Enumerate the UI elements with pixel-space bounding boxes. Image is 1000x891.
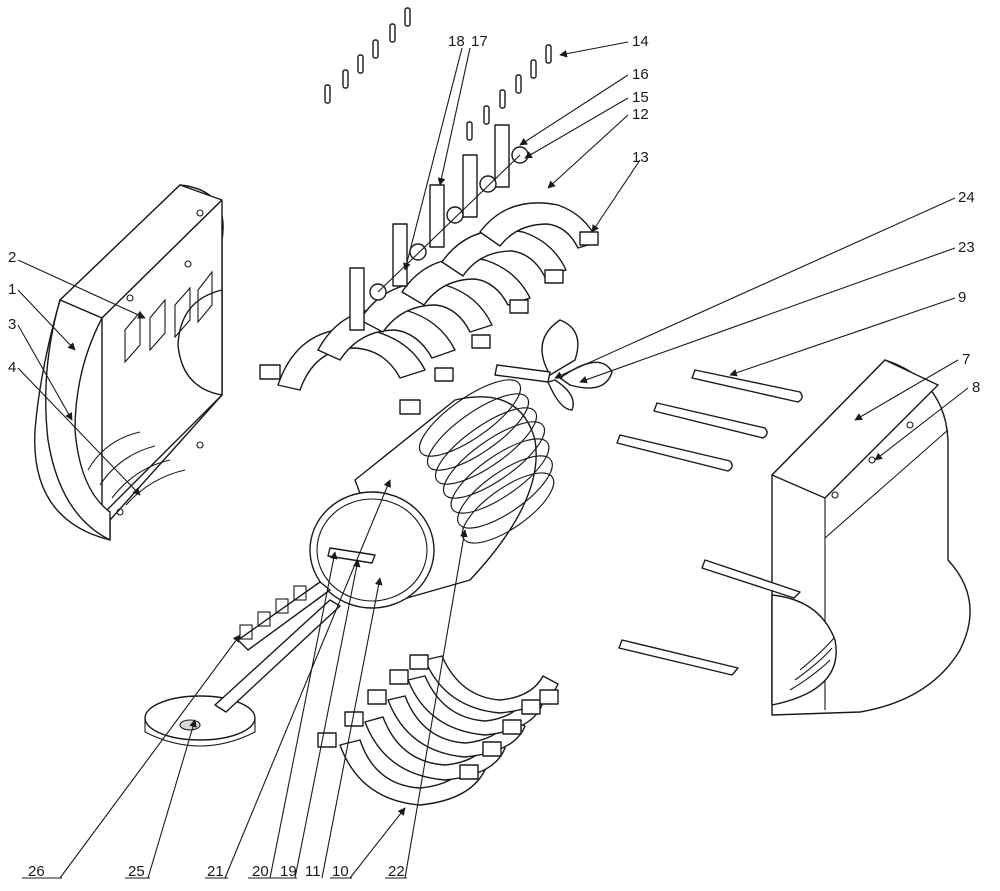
callout-14: 14 <box>632 33 649 50</box>
callout-10: 10 <box>332 863 349 880</box>
callout-7: 7 <box>962 351 970 368</box>
callout-12: 12 <box>632 106 649 123</box>
callout-2: 2 <box>8 249 16 266</box>
callout-13: 13 <box>632 149 649 166</box>
callout-3: 3 <box>8 316 16 333</box>
callout-11: 11 <box>305 863 321 880</box>
callout-18: 18 <box>448 33 465 50</box>
callout-8: 8 <box>972 379 980 396</box>
callout-15: 15 <box>632 89 649 106</box>
callout-23: 23 <box>958 239 975 256</box>
callout-25: 25 <box>128 863 145 880</box>
impeller <box>494 319 613 411</box>
leader-lines <box>17 41 969 879</box>
callout-20: 20 <box>252 863 269 880</box>
callout-19: 19 <box>280 863 297 880</box>
callout-26: 26 <box>28 863 45 880</box>
callout-21: 21 <box>207 863 224 880</box>
callout-labels: 1 2 3 4 7 8 9 10 11 12 13 14 15 16 17 18… <box>8 33 980 880</box>
callout-16: 16 <box>632 66 649 83</box>
key <box>144 581 341 747</box>
long-pins <box>616 369 803 676</box>
callout-1: 1 <box>8 281 16 298</box>
callout-17: 17 <box>471 33 488 50</box>
callout-24: 24 <box>958 189 975 206</box>
callout-22: 22 <box>388 863 405 880</box>
lower-arch-segments <box>317 654 559 806</box>
left-housing-half <box>34 184 224 541</box>
small-pins <box>324 7 552 141</box>
cylinder-core <box>309 379 555 609</box>
callout-4: 4 <box>8 359 16 376</box>
callout-9: 9 <box>958 289 966 306</box>
right-housing-half <box>771 359 971 716</box>
